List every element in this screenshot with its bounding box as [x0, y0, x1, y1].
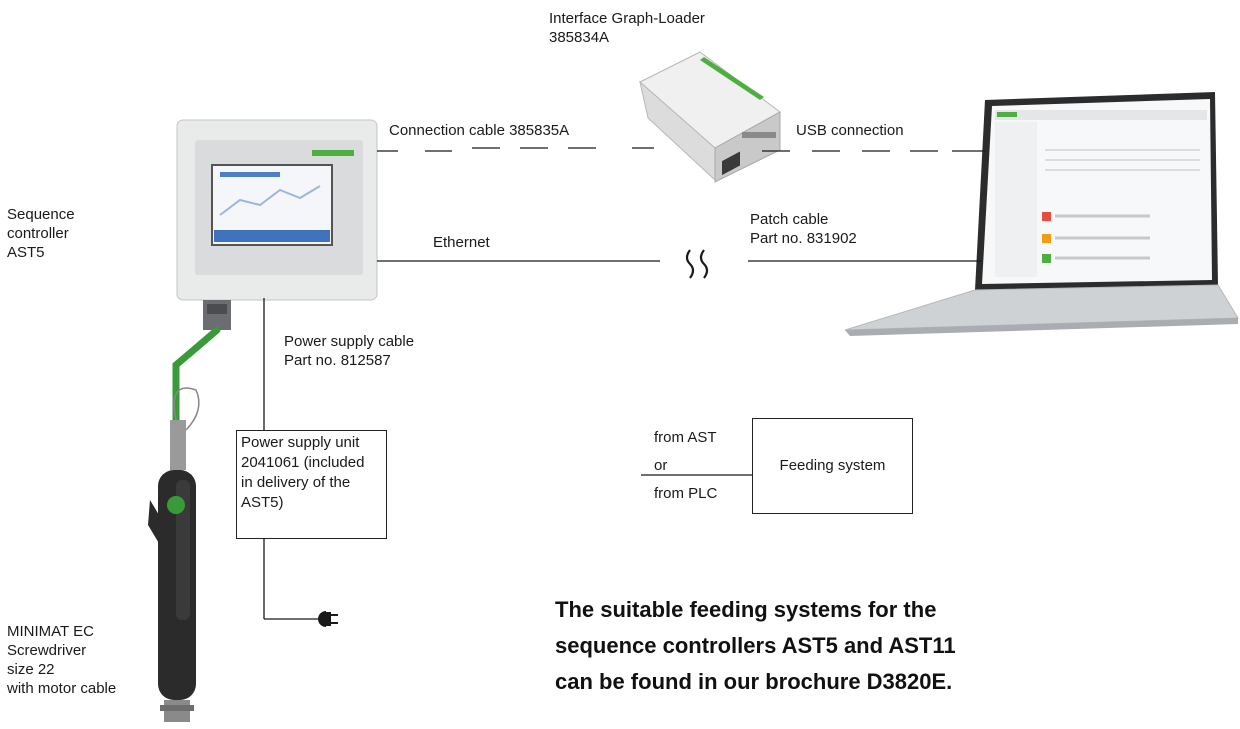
connection-cable-line — [377, 147, 654, 152]
break-symbol-icon — [685, 249, 709, 279]
power-supply-unit-label: Power supply unit 2041061 (included in d… — [241, 434, 365, 511]
usb-connection-label: USB connection — [796, 122, 904, 139]
laptop-icon — [844, 92, 1239, 336]
ethernet-label: Ethernet — [433, 234, 490, 251]
sequence-controller-label: Sequence controller AST5 — [7, 206, 75, 261]
from-ast-label: from AST — [654, 429, 717, 446]
from-plc-label: from PLC — [654, 485, 718, 502]
interface-box-icon — [639, 51, 781, 183]
feeding-system-box: Feeding system — [752, 418, 913, 514]
brochure-headline: The suitable feeding systems for the seq… — [555, 597, 956, 694]
connection-cable-label: Connection cable 385835A — [389, 122, 570, 139]
interface-title: Interface Graph-Loader — [549, 10, 705, 27]
power-cable-partno: Part no. 812587 — [284, 352, 391, 369]
patch-cable-title: Patch cable — [750, 211, 829, 228]
power-cable-title: Power supply cable — [284, 333, 415, 350]
power-supply-line — [263, 298, 328, 620]
controller-device-icon — [176, 119, 378, 330]
screwdriver-icon — [148, 326, 221, 722]
interface-partno: 385834A — [549, 29, 610, 46]
plug-icon — [318, 611, 338, 627]
screwdriver-label: MINIMAT EC Screwdriver size 22 with moto… — [7, 623, 117, 697]
power-supply-unit-box: Power supply unit 2041061 (included in d… — [236, 430, 387, 539]
or-label: or — [654, 457, 668, 474]
feeding-system-label: Feeding system — [779, 457, 886, 474]
patch-cable-partno: Part no. 831902 — [750, 230, 857, 247]
